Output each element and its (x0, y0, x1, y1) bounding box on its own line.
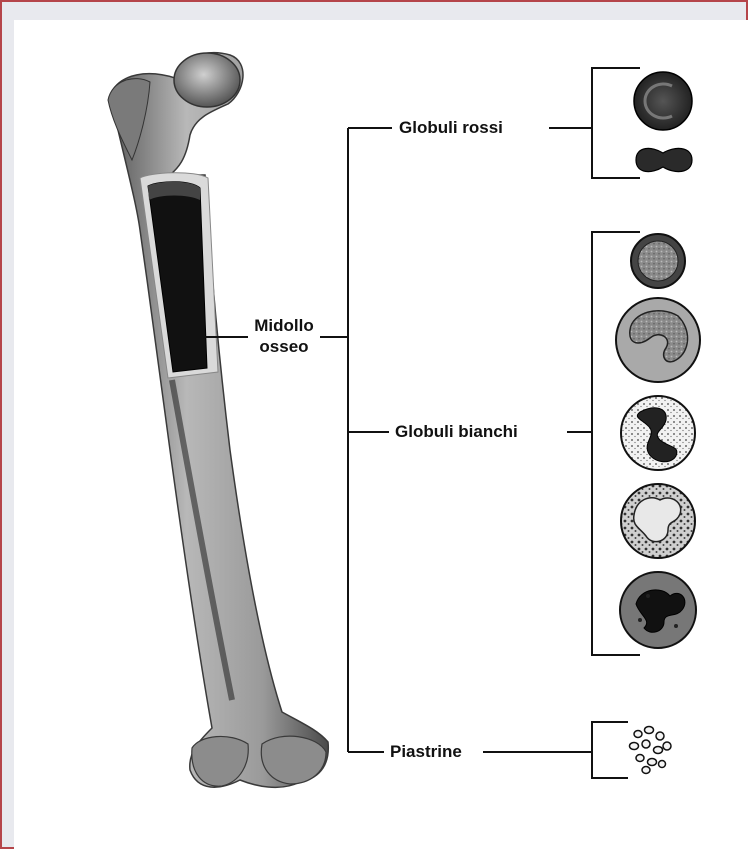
marrow-label: Midollo osseo (248, 315, 320, 357)
marrow-label-line1: Midollo (249, 315, 319, 336)
red-blood-cell-front-icon (634, 72, 692, 130)
basophil-icon (620, 572, 696, 648)
monocyte-icon (616, 298, 700, 382)
red-cells-label: Globuli rossi (399, 117, 503, 138)
red-blood-cell-side-icon (636, 148, 692, 171)
platelets-icon (630, 727, 672, 774)
eosinophil-icon (621, 484, 695, 558)
lymphocyte-icon (631, 234, 685, 288)
white-cells-label: Globuli bianchi (395, 421, 518, 442)
platelets-label: Piastrine (390, 741, 462, 762)
neutrophil-icon (621, 396, 695, 470)
femur-bone-icon (108, 53, 328, 788)
marrow-label-line2: osseo (249, 336, 319, 357)
